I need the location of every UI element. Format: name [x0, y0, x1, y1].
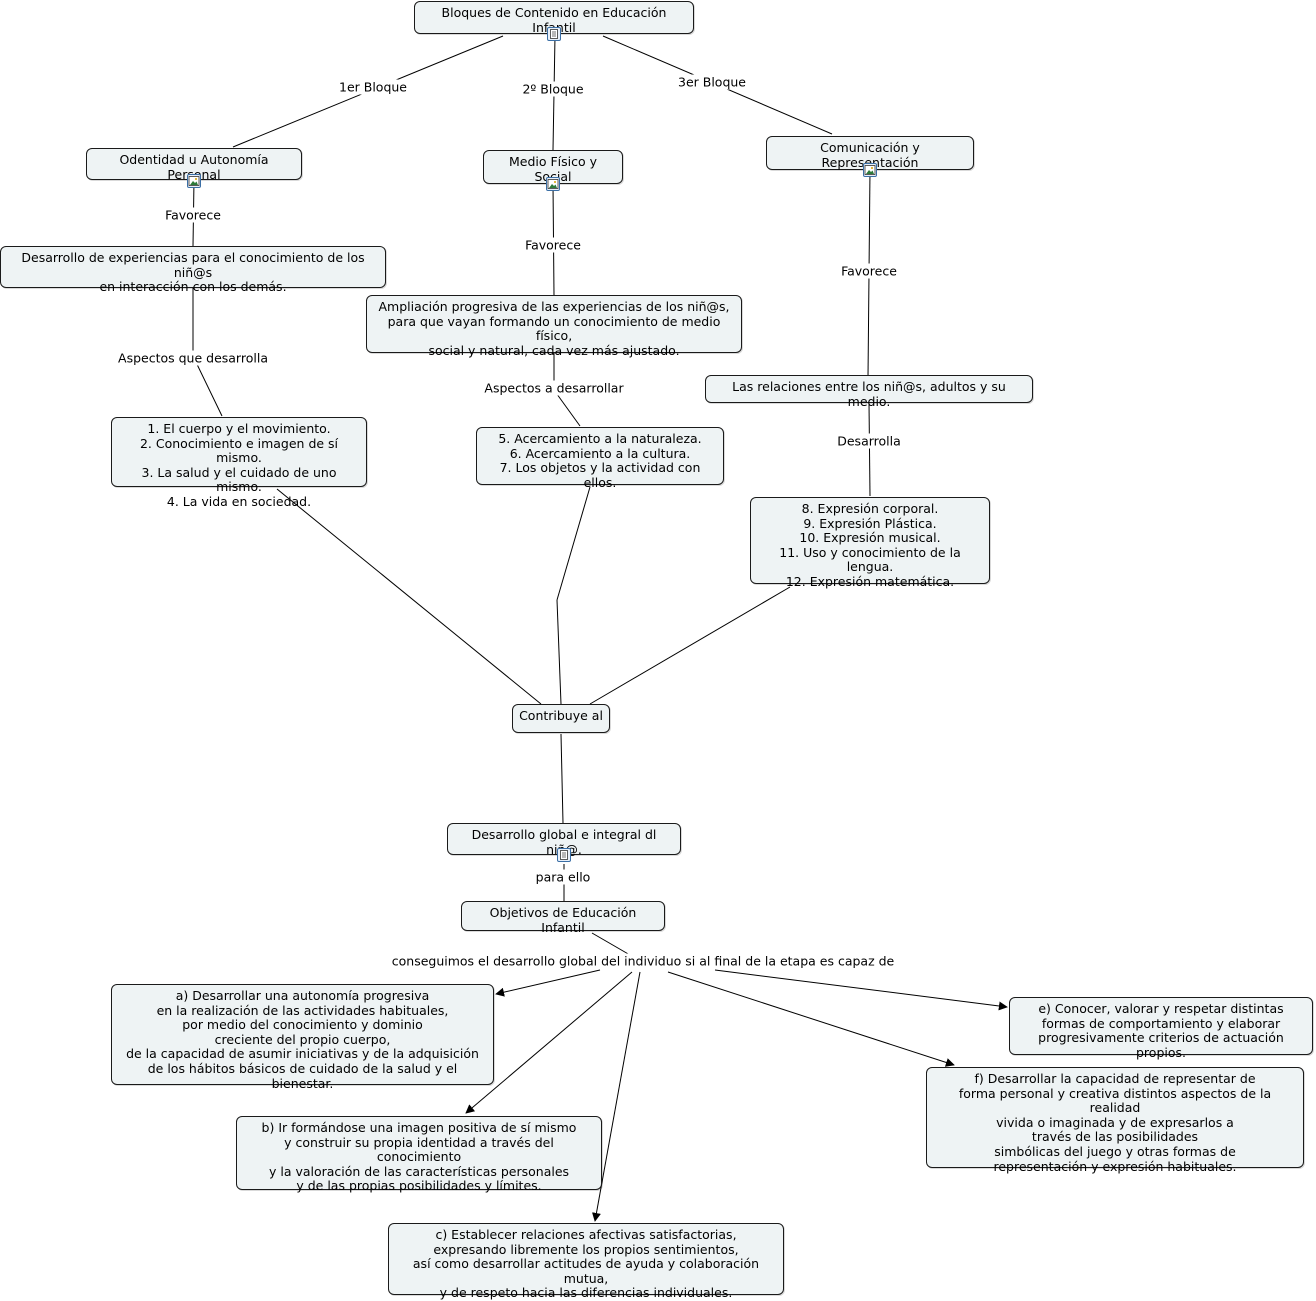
image-icon[interactable] [187, 174, 201, 188]
link-label-1er-bloque: 1er Bloque [337, 79, 409, 95]
link-label-conseguimos: conseguimos el desarrollo global del ind… [389, 953, 897, 969]
node-block-2[interactable]: Medio Físico y Social [483, 150, 623, 184]
link-label-2o-bloque: 2º Bloque [520, 81, 586, 97]
node-objective-c[interactable]: c) Establecer relaciones afectivas satis… [388, 1223, 784, 1300]
node-objective-e[interactable]: e) Conocer, valorar y respetar distintas… [1009, 997, 1313, 1060]
node-desc-1[interactable]: Desarrollo de experiencias para el conoc… [0, 246, 386, 294]
node-desc-2[interactable]: Ampliación progresiva de las experiencia… [366, 295, 742, 358]
node-aspects-2[interactable]: 5. Acercamiento a la naturaleza. 6. Acer… [476, 427, 724, 490]
link-label-para-ello: para ello [533, 869, 593, 885]
link-label-favorece-3: Favorece [839, 263, 899, 279]
link-label-favorece-2: Favorece [523, 237, 583, 253]
image-icon[interactable] [863, 163, 877, 177]
link-label-aspectos-2: Aspectos a desarrollar [482, 380, 626, 396]
node-objetivos[interactable]: Objetivos de Educación Infantil [461, 901, 665, 934]
node-block-3[interactable]: Comunicación y Representación [766, 136, 974, 170]
node-objective-a[interactable]: a) Desarrollar una autonomía progresiva … [111, 984, 494, 1090]
node-aspects-1[interactable]: 1. El cuerpo y el movimiento. 2. Conocim… [111, 417, 367, 509]
link-label-3er-bloque: 3er Bloque [676, 74, 748, 90]
node-objective-b[interactable]: b) Ir formándose una imagen positiva de … [236, 1116, 602, 1193]
node-global[interactable]: Desarrollo global e integral dl niñ@. [447, 823, 681, 856]
link-label-desarrolla: Desarrolla [835, 433, 903, 449]
node-aspects-3[interactable]: 8. Expresión corporal. 9. Expresión Plás… [750, 497, 990, 589]
document-icon[interactable] [557, 848, 571, 862]
link-label-aspectos-1: Aspectos que desarrolla [116, 350, 270, 366]
node-objective-f[interactable]: f) Desarrollar la capacidad de represent… [926, 1067, 1304, 1173]
image-icon[interactable] [546, 177, 560, 191]
document-icon[interactable] [547, 27, 561, 41]
node-contribuye[interactable]: Contribuye al [512, 704, 610, 733]
link-label-favorece-1: Favorece [163, 207, 223, 223]
node-desc-3[interactable]: Las relaciones entre los niñ@s, adultos … [705, 375, 1033, 408]
